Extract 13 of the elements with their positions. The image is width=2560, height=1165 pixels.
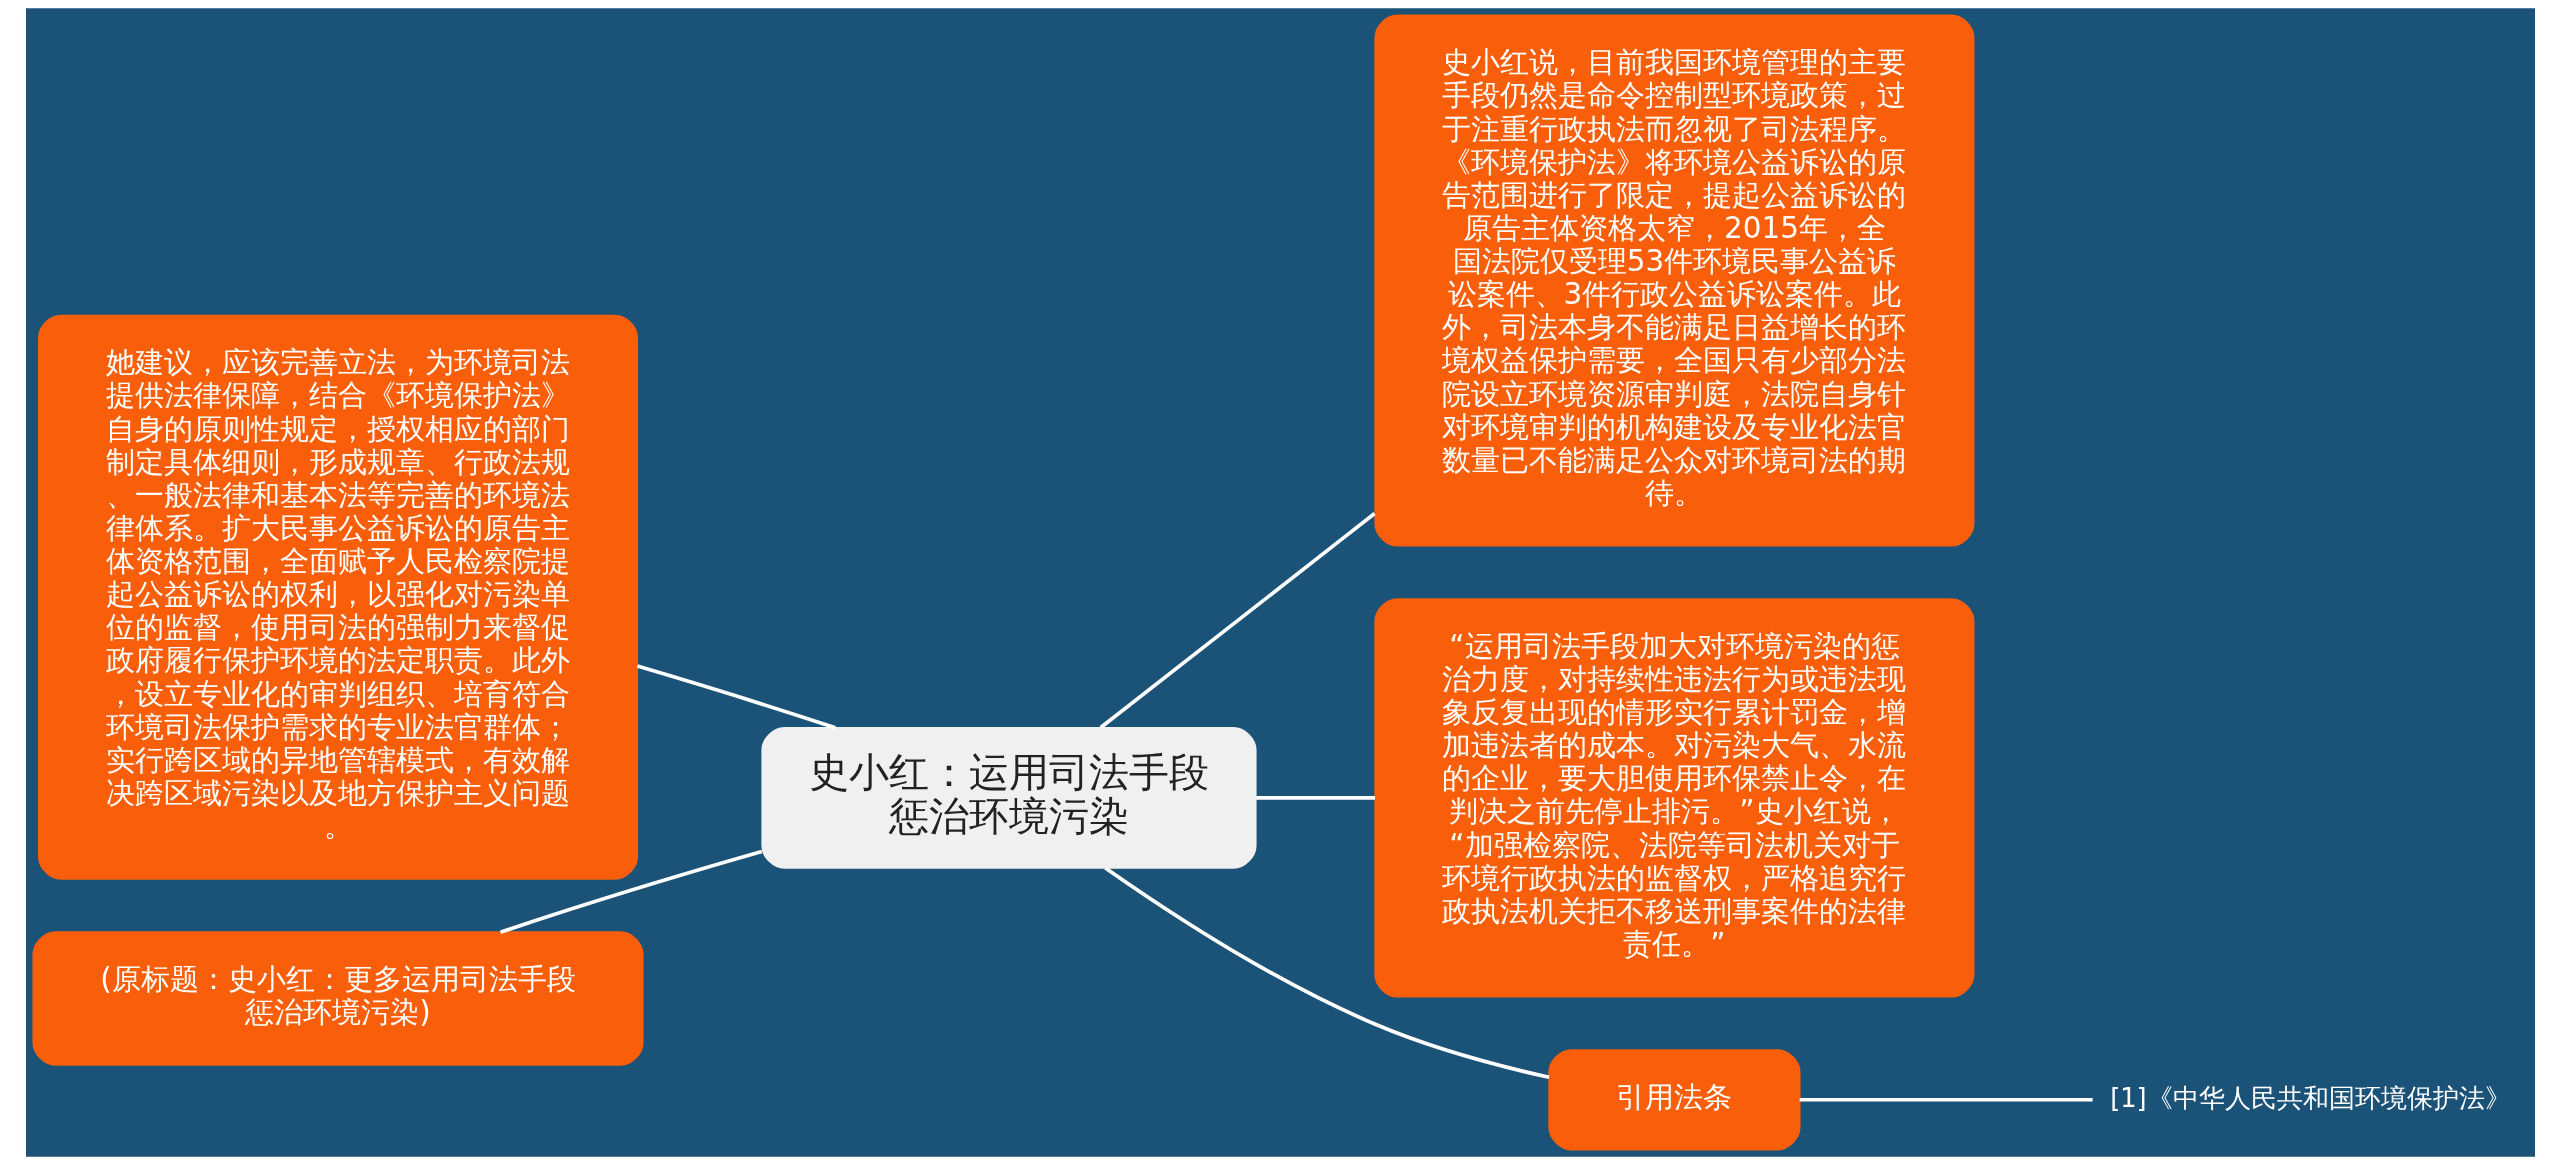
connector (1799, 1097, 2093, 1102)
connector (636, 664, 836, 730)
node-box: 史小红说，目前我国环境管理的主要手段仍然是命令控制型环境政策，过于注重行政执法而忽视了司法程序。《环境保护法》将环境公益诉讼的原告范围进行了限定，提起公益诉讼的原告主体资格太窄，2015年，全国法院仅受理53件环境民事公益诉讼案件、3件行政公益诉讼案件。此外，司法本身不能满足日益增长的环境权益保护需要，全国只有少部分法院设立环境资源审判庭，法院自身针对环境审判的机构建设及专业化法官数量已不能满足公众对环境司法的期待。 (1373, 14, 1974, 547)
connector (1099, 512, 1376, 729)
node-box: (原标题：史小红：更多运用司法手段惩治环境污染) (31, 931, 644, 1066)
node-box: 引用法条 (1547, 1049, 1800, 1151)
connector (499, 849, 762, 934)
connector (1255, 796, 1375, 800)
node-text: [1]《中华人民共和国环境保护法》 (2109, 1082, 2511, 1113)
node-box: 她建议，应该完善立法，为环境司法提供法律保障，结合《环境保护法》自身的原则性规定，授权相应的部门制定具体细则，形成规章、行政法规、一般法律和基本法等完善的环境法律体系。扩大民事公益诉讼的原告主体资格范围，全面赋予人民检察院提起公益诉讼的权利，以强化对污染单位的监督，使用司法的强制力来督促政府履行保护环境的法定职责。此外，设立专业化的审判组织、培育符合环境司法保护需求的专业法官群体；实行跨区域的异地管辖模式，有效解决跨区域污染以及地方保护主义问题。 (37, 314, 638, 880)
connector (1103, 866, 1549, 1080)
node-box: 史小红：运用司法手段惩治环境污染 (760, 727, 1257, 869)
node-box: “运用司法手段加大对环境污染的惩治力度，对持续性违法行为或违法现象反复出现的情形实行累计罚金，增加违法者的成本。对污染大气、水流的企业，要大胆使用环保禁止令，在判决之前先停止排污。”史小红说，“加强检察院、法院等司法机关对于环境行政执法的监督权，严格追究行政执法机关拒不移送刑事案件的法律责任。” (1373, 598, 1974, 998)
